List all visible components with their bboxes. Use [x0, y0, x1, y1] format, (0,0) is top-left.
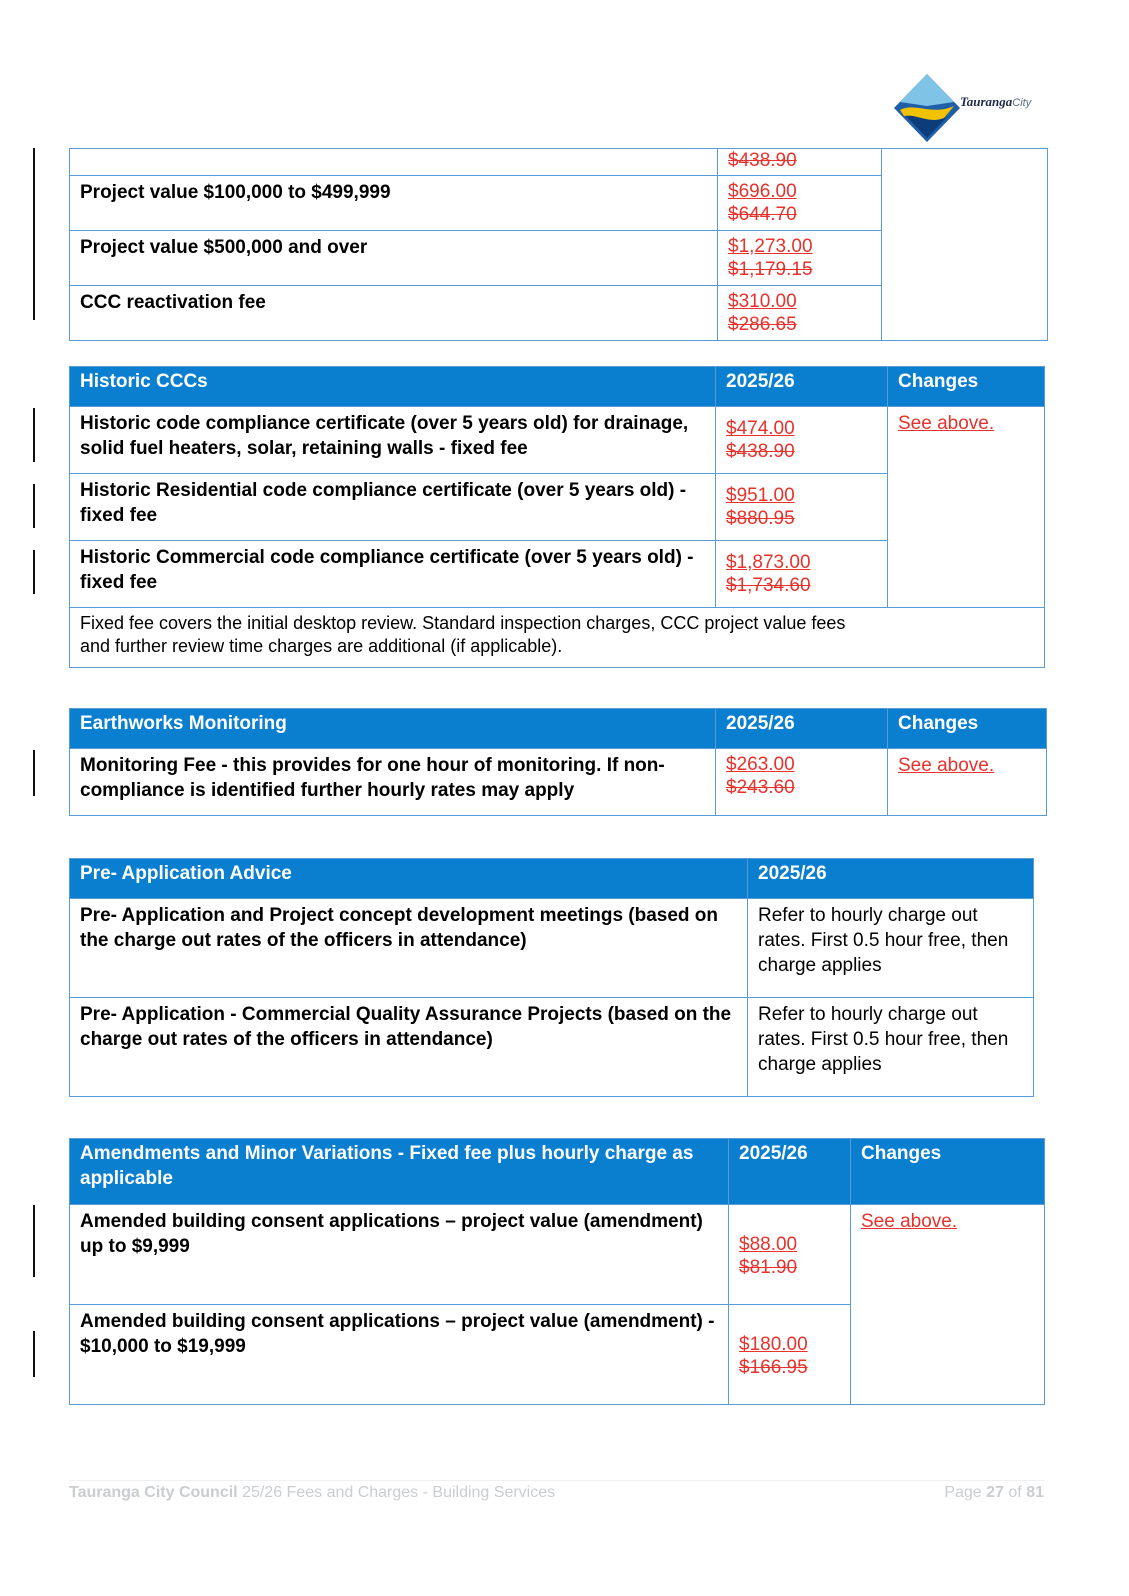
table-row: Amended building consent applications – …	[69, 1204, 1045, 1405]
fee-price: $180.00 $166.95	[728, 1304, 851, 1405]
see-above-link[interactable]: See above.	[898, 413, 995, 434]
historic-cccs-table: Historic CCCs 2025/26 Changes Historic c…	[69, 366, 1045, 668]
old-price: $243.60	[726, 777, 795, 798]
ccc-project-value-table: $438.90 Project value $100,000 to $499,9…	[69, 148, 1048, 341]
old-price: $438.90	[728, 150, 797, 171]
new-price: $951.00	[726, 485, 795, 506]
fee-price: $951.00 $880.95	[715, 473, 888, 541]
fee-price: $310.00 $286.65	[717, 285, 882, 341]
fee-description: Project value $500,000 and over	[69, 230, 718, 286]
new-price: $1,873.00	[726, 552, 811, 573]
changes-cell	[881, 148, 1048, 341]
fee-description	[69, 148, 718, 176]
table-row: Project value $100,000 to $499,999 $696.…	[69, 175, 1048, 231]
fixed-fee-note: Fixed fee covers the initial desktop rev…	[69, 607, 1045, 668]
pre-application-advice-table: Pre- Application Advice 2025/26 Pre- App…	[69, 858, 1034, 1097]
old-price: $166.95	[739, 1357, 808, 1378]
year-header: 2025/26	[728, 1138, 851, 1205]
new-price: $474.00	[726, 418, 795, 439]
table-header-row: Historic CCCs 2025/26 Changes	[69, 366, 1045, 407]
table-row: Historic Residential code compliance cer…	[69, 473, 1045, 541]
changes-cell: See above.	[887, 748, 1047, 816]
tauranga-city-logo: TaurangaCity	[892, 72, 1072, 146]
fee-price: $263.00 $243.60	[715, 748, 888, 816]
fee-description: Project value $100,000 to $499,999	[69, 175, 718, 231]
change-bar	[33, 750, 35, 796]
table-row: Amended building consent applications – …	[69, 1304, 1045, 1405]
old-price: $286.65	[728, 314, 797, 335]
change-bar	[33, 1205, 35, 1277]
see-above-link[interactable]: See above.	[861, 1211, 958, 1232]
fee-price: $438.90	[717, 148, 882, 176]
section-title: Amendments and Minor Variations - Fixed …	[69, 1138, 729, 1205]
fee-price: $1,873.00 $1,734.60	[715, 540, 888, 608]
fee-price: $1,273.00 $1,179.15	[717, 230, 882, 286]
see-above-link[interactable]: See above.	[898, 755, 995, 776]
changes-cell: See above.	[887, 406, 1045, 608]
old-price: $880.95	[726, 508, 795, 529]
year-header: 2025/26	[715, 708, 888, 749]
change-bar	[33, 484, 35, 528]
fee-price: $696.00 $644.70	[717, 175, 882, 231]
footer-divider	[69, 1480, 1045, 1481]
change-bar	[33, 148, 35, 320]
table-row: Project value $500,000 and over $1,273.0…	[69, 230, 1048, 286]
changes-header: Changes	[887, 708, 1047, 749]
table-row: CCC reactivation fee $310.00 $286.65	[69, 285, 1048, 341]
earthworks-monitoring-table: Earthworks Monitoring 2025/26 Changes Mo…	[69, 708, 1047, 816]
table-row: Monitoring Fee - this provides for one h…	[69, 748, 1047, 816]
fee-description: Historic Commercial code compliance cert…	[69, 540, 716, 608]
fee-description: Pre- Application and Project concept dev…	[69, 898, 748, 998]
change-bar	[33, 550, 35, 594]
changes-header: Changes	[887, 366, 1045, 407]
logo-diamond-icon	[894, 74, 960, 142]
table-row: Pre- Application - Commercial Quality As…	[69, 997, 1034, 1097]
fee-description: CCC reactivation fee	[69, 285, 718, 341]
section-title: Earthworks Monitoring	[69, 708, 716, 749]
change-bar	[33, 408, 35, 462]
year-header: 2025/26	[747, 858, 1034, 899]
table-row: Historic code compliance certificate (ov…	[69, 406, 1045, 608]
new-price: $1,273.00	[728, 236, 813, 257]
logo-text: TaurangaCity	[960, 94, 1032, 109]
fee-value: Refer to hourly charge out rates. First …	[747, 997, 1034, 1097]
new-price: $696.00	[728, 181, 797, 202]
old-price: $81.90	[739, 1257, 798, 1278]
old-price: $644.70	[728, 204, 797, 225]
fee-price: $88.00 $81.90	[728, 1204, 851, 1305]
new-price: $88.00	[739, 1234, 798, 1255]
old-price: $1,179.15	[728, 259, 813, 280]
fee-description: Pre- Application - Commercial Quality As…	[69, 997, 748, 1097]
fee-description: Amended building consent applications – …	[69, 1304, 729, 1405]
table-header-row: Pre- Application Advice 2025/26	[69, 858, 1034, 899]
fee-value: Refer to hourly charge out rates. First …	[747, 898, 1034, 998]
old-price: $1,734.60	[726, 575, 811, 596]
section-title: Historic CCCs	[69, 366, 716, 407]
new-price: $263.00	[726, 754, 795, 775]
change-bar	[33, 1331, 35, 1377]
fee-description: Amended building consent applications – …	[69, 1204, 729, 1305]
table-header-row: Earthworks Monitoring 2025/26 Changes	[69, 708, 1047, 749]
table-row: Fixed fee covers the initial desktop rev…	[69, 607, 1045, 668]
old-price: $438.90	[726, 441, 795, 462]
section-title: Pre- Application Advice	[69, 858, 748, 899]
year-header: 2025/26	[715, 366, 888, 407]
footer-page-number: Page 27 of 81	[944, 1484, 1044, 1501]
new-price: $310.00	[728, 291, 797, 312]
new-price: $180.00	[739, 1334, 808, 1355]
changes-cell: See above.	[850, 1204, 1045, 1405]
changes-header: Changes	[850, 1138, 1045, 1205]
fee-description: Historic code compliance certificate (ov…	[69, 406, 716, 474]
footer-doc-title: Tauranga City Council 25/26 Fees and Cha…	[69, 1484, 556, 1501]
table-row: $438.90	[69, 148, 1048, 341]
table-row: Pre- Application and Project concept dev…	[69, 898, 1034, 998]
fee-description: Monitoring Fee - this provides for one h…	[69, 748, 716, 816]
table-header-row: Amendments and Minor Variations - Fixed …	[69, 1138, 1045, 1205]
fee-price: $474.00 $438.90	[715, 406, 888, 474]
fee-description: Historic Residential code compliance cer…	[69, 473, 716, 541]
table-row: Historic Commercial code compliance cert…	[69, 540, 1045, 608]
amendments-table: Amendments and Minor Variations - Fixed …	[69, 1138, 1045, 1405]
